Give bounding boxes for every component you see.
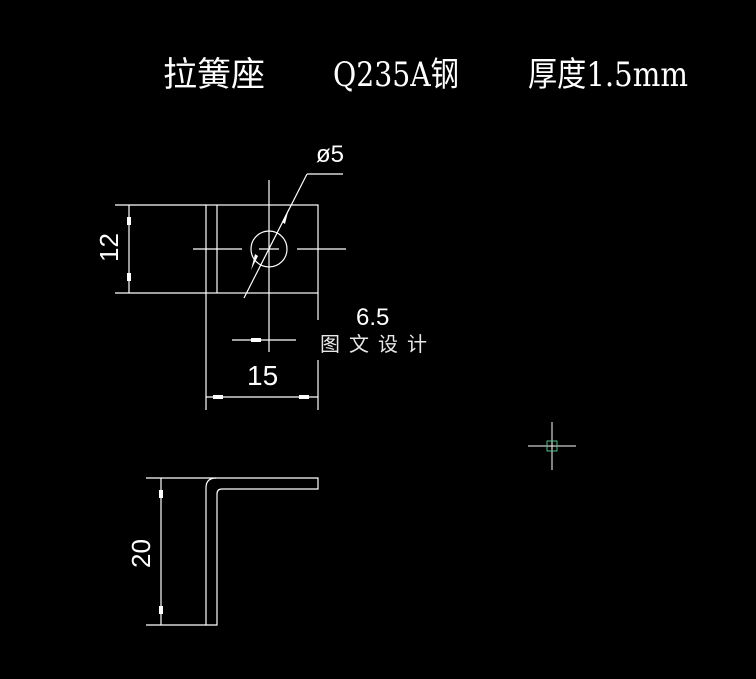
- side-view: [146, 477, 319, 626]
- crosshair-cursor-icon: [528, 422, 576, 470]
- dim-width-label: 15: [247, 360, 278, 391]
- top-view: [193, 173, 346, 352]
- dim-width-15: [206, 395, 318, 399]
- watermark-text: 图文设计: [318, 326, 438, 359]
- dim-offset-6-5: [232, 338, 296, 342]
- dim-height-12: [115, 204, 206, 294]
- dim-diameter-label: ø5: [316, 141, 344, 168]
- dim-height-20-label: 20: [126, 539, 156, 568]
- title-thickness: 厚度1.5mm: [528, 55, 688, 95]
- title-part-name: 拉簧座: [163, 55, 265, 95]
- title-material: Q235A钢: [333, 55, 459, 95]
- dim-height-12-label: 12: [94, 233, 124, 262]
